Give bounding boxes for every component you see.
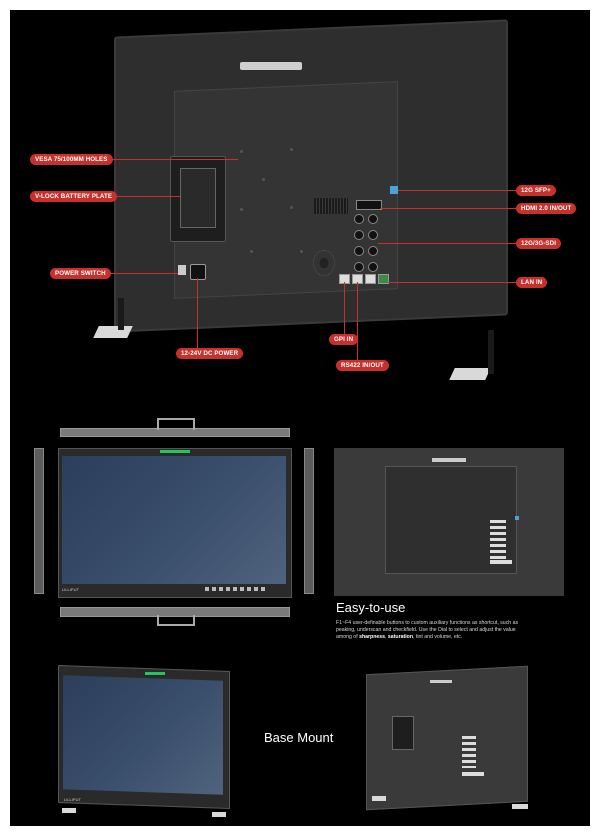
stand-post-left	[118, 298, 124, 330]
stand-post-right	[488, 330, 494, 374]
desc-line-3: among of sharpness, saturation, tint and…	[336, 634, 566, 641]
tally-light	[160, 450, 190, 453]
desc-bold-saturation: saturation	[387, 634, 413, 640]
vesa-hole	[290, 148, 293, 151]
angled-back-ports	[462, 736, 476, 768]
dc-power-port	[190, 264, 206, 280]
screw-hole	[262, 178, 265, 181]
leader-line	[378, 243, 516, 244]
stand-foot	[512, 804, 528, 809]
vesa-hole	[290, 206, 293, 209]
vesa-hole	[240, 208, 243, 211]
rj45-port	[365, 274, 376, 284]
sdi-port	[354, 230, 364, 240]
desc-text: ,	[385, 634, 388, 640]
label-v-lock-plate: V-LOCK BATTERY PLATE	[30, 191, 118, 202]
angled-front-screen	[63, 675, 223, 795]
bottom-view-foot	[157, 615, 195, 626]
stand-foot	[212, 812, 226, 817]
back-view-handle	[432, 458, 466, 462]
stand-foot-left	[93, 326, 133, 338]
label-hdmi: HDMI 2.0 IN/OUT	[516, 203, 577, 214]
side-view-right	[304, 448, 314, 594]
brand-logo: LILLIPUT	[64, 797, 81, 802]
label-power-switch: POWER SWITCH	[50, 268, 111, 279]
easy-to-use-title: Easy-to-use	[336, 600, 406, 615]
leader-line	[388, 282, 516, 283]
angled-back-vlock	[392, 716, 414, 750]
label-sdi: 12G/3G-SDI	[516, 238, 562, 249]
lan-port	[378, 274, 389, 284]
vesa-hole	[240, 150, 243, 153]
leader-line	[110, 196, 180, 197]
sdi-port	[368, 246, 378, 256]
leader-line	[108, 159, 238, 160]
screw-hole	[300, 250, 303, 253]
speaker-grille	[313, 250, 335, 276]
desc-text: among of	[336, 634, 360, 640]
back-view-rj	[490, 560, 512, 564]
v-lock-inner	[180, 168, 216, 228]
easy-to-use-description: F1~F4 user-definable buttons to custom a…	[336, 620, 566, 641]
hdmi-ports	[356, 200, 382, 210]
top-view-handle	[157, 418, 195, 430]
sdi-port	[354, 262, 364, 272]
desc-bold-sharpness: sharpness	[359, 634, 386, 640]
angled-back-rj	[462, 772, 484, 776]
desc-line-2: peaking, underscan and checkfield. Use t…	[336, 627, 516, 633]
top-view	[60, 428, 290, 437]
screw-hole	[250, 250, 253, 253]
label-dc-power: 12-24V DC POWER	[176, 348, 244, 359]
label-sfp: 12G SFP+	[516, 185, 556, 196]
front-view-screen	[62, 456, 286, 584]
label-lan: LAN IN	[516, 277, 548, 288]
front-buttons	[205, 587, 265, 591]
power-switch	[178, 265, 186, 275]
leader-line	[357, 282, 358, 360]
leader-line	[108, 273, 178, 274]
leader-line	[344, 282, 345, 334]
sdi-port	[368, 262, 378, 272]
leader-line	[398, 190, 516, 191]
sdi-port	[368, 230, 378, 240]
brand-logo: LILLIPUT	[62, 587, 79, 592]
label-vesa-holes: VESA 75/100MM HOLES	[30, 154, 113, 165]
leader-line	[380, 208, 516, 209]
sdi-port	[368, 214, 378, 224]
tally-light	[145, 672, 165, 675]
side-view-left	[34, 448, 44, 594]
label-rs422: RS422 IN/OUT	[336, 360, 389, 371]
base-mount-title: Base Mount	[264, 730, 334, 745]
angled-back-view	[366, 665, 528, 811]
label-gpi: GPI IN	[329, 334, 359, 345]
desc-text: , tint and volume, etc.	[413, 634, 463, 640]
desc-line-1: F1~F4 user-definable buttons to custom a…	[336, 620, 519, 626]
handle	[240, 62, 302, 70]
sdi-port	[354, 246, 364, 256]
stand-foot	[62, 808, 76, 813]
sfp-module	[390, 186, 398, 194]
leader-line	[197, 278, 198, 348]
back-view-sfp	[515, 516, 519, 520]
sdi-port	[354, 214, 364, 224]
vent-grille	[314, 198, 348, 214]
bottom-view	[60, 607, 290, 617]
stand-foot	[372, 796, 386, 801]
stand-foot-right	[449, 368, 491, 380]
back-view-ports	[490, 520, 506, 560]
angled-back-handle	[430, 680, 452, 683]
